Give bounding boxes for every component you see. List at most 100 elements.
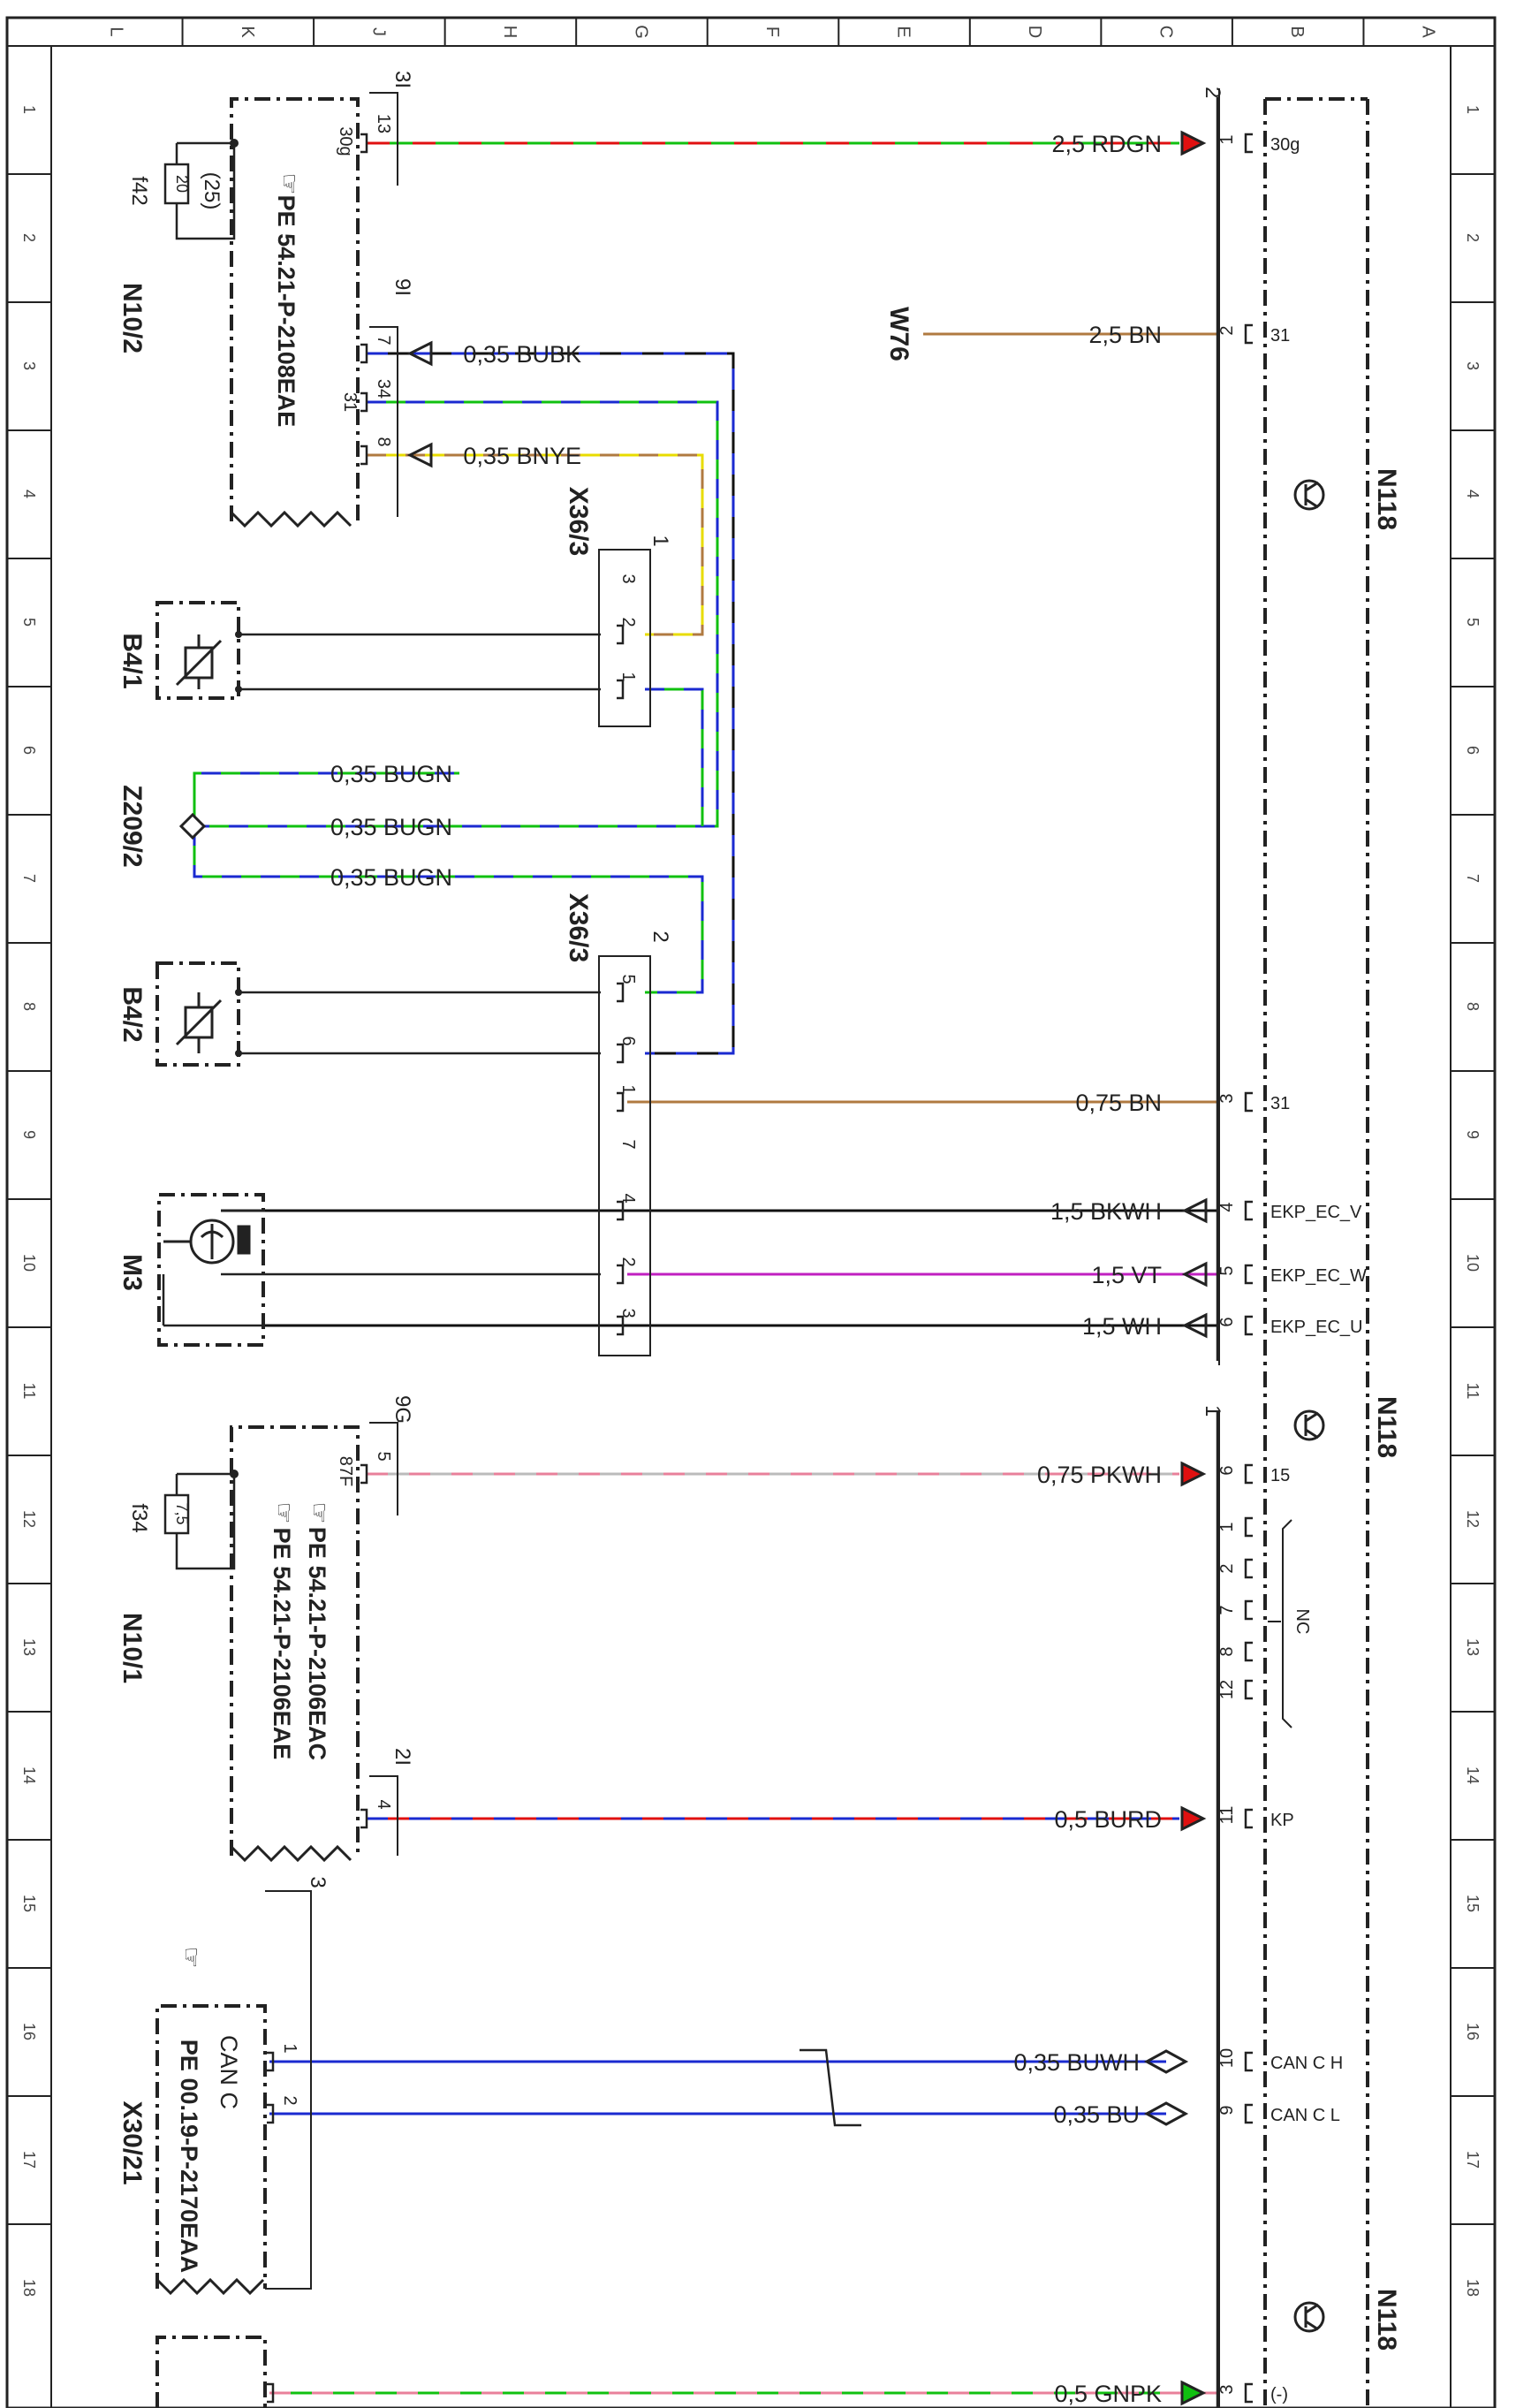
n118-pins: 1 30g 2 31 3 31 4 EKP_EC_V 5 EKP_EC_W 6 … xyxy=(1217,134,1367,2404)
svg-text:13: 13 xyxy=(374,114,393,133)
row-number: 18 xyxy=(1464,2279,1482,2297)
row-number: 11 xyxy=(1464,1383,1482,1400)
w76-label: W76 xyxy=(884,307,913,361)
row-number: 3 xyxy=(20,361,38,370)
svg-text:8: 8 xyxy=(1217,1646,1237,1656)
hand-pointer-icon: ☞ xyxy=(177,1946,206,1968)
svg-text:30g: 30g xyxy=(1270,135,1300,155)
row-number: 5 xyxy=(1464,618,1482,627)
svg-text:f42: f42 xyxy=(127,176,151,205)
column-letter: K xyxy=(238,26,257,38)
wire-bnye xyxy=(367,453,704,636)
svg-text:5: 5 xyxy=(1217,1265,1237,1275)
svg-text:1: 1 xyxy=(618,1084,638,1094)
svg-text:1: 1 xyxy=(280,2043,299,2053)
svg-text:7: 7 xyxy=(1217,1605,1237,1614)
transistor-icon xyxy=(1293,1409,1325,1441)
b4-1-sensor-icon xyxy=(175,634,223,689)
wire-labels: 2,5 RDGN 2,5 BN 0,35 BUBK 0,35 BNYE 0,35… xyxy=(330,131,1162,2407)
row-number: 10 xyxy=(20,1254,38,1272)
pin-labels: 13 30g 7 34 31 8 5 87F 4 1 2 3 2 1 5 6 1… xyxy=(280,114,638,2106)
zigzags xyxy=(155,510,352,2296)
column-letter: B xyxy=(1287,26,1307,37)
column-letter: G xyxy=(631,25,650,39)
b4-2-label: B4/2 xyxy=(117,986,147,1042)
x36-3-bottom-label: X36/3 xyxy=(564,893,593,962)
svg-text:CAN C H: CAN C H xyxy=(1270,2054,1343,2073)
svg-text:3: 3 xyxy=(306,1876,330,1888)
x30-21-label: X30/21 xyxy=(117,2100,147,2184)
wire-spec-bn-31: 0,75 BN xyxy=(1075,1090,1162,1116)
column-letter: H xyxy=(500,26,519,38)
svg-text:6: 6 xyxy=(1217,1465,1237,1475)
row-number: 9 xyxy=(20,1130,38,1139)
pe-ref-n10-2: PE 54.21-P-2108EAE xyxy=(273,195,299,428)
row-number: 7 xyxy=(20,874,38,883)
svg-text:3: 3 xyxy=(1217,2384,1237,2394)
row-number: 17 xyxy=(1464,2151,1482,2169)
svg-text:2: 2 xyxy=(280,2095,299,2105)
arrow-left-icon xyxy=(406,442,433,468)
svg-text:3: 3 xyxy=(618,1308,638,1318)
wire-spec-gnpk: 0,5 GNPK xyxy=(1054,2381,1162,2407)
m3-label: M3 xyxy=(117,1254,147,1291)
wire-bugn-bottom xyxy=(193,826,704,994)
component-boxes xyxy=(155,97,1369,2408)
svg-text:9: 9 xyxy=(1217,2105,1237,2115)
connector-brackets xyxy=(265,88,1292,2408)
can-c-label: CAN C xyxy=(216,2035,242,2109)
drawing-frame xyxy=(5,16,1497,2408)
svg-text:5: 5 xyxy=(618,974,638,984)
svg-text:3: 3 xyxy=(618,574,638,583)
row-number: 6 xyxy=(1464,746,1482,755)
svg-text:(-): (-) xyxy=(1270,2385,1288,2404)
svg-text:4: 4 xyxy=(618,1193,638,1203)
svg-text:EKP_EC_U: EKP_EC_U xyxy=(1270,1318,1363,1337)
wire-spec-bugn-2: 0,35 BUGN xyxy=(330,814,452,840)
wire-spec-buwh: 0,35 BUWH xyxy=(1013,2049,1140,2076)
row-number: 10 xyxy=(1464,1254,1482,1272)
svg-text:CAN C L: CAN C L xyxy=(1270,2106,1340,2125)
wire-spec-wh: 1,5 WH xyxy=(1082,1313,1162,1340)
svg-text:2: 2 xyxy=(1217,1563,1237,1573)
svg-text:9I: 9I xyxy=(390,278,414,296)
row-number: 6 xyxy=(20,746,38,755)
row-number: 1 xyxy=(20,105,38,114)
svg-text:20: 20 xyxy=(173,175,191,193)
wire-spec-bubk: 0,35 BUBK xyxy=(463,341,581,368)
row-number: 8 xyxy=(20,1002,38,1011)
row-number: 9 xyxy=(1464,1130,1482,1139)
wire-bubk xyxy=(367,352,735,1055)
svg-text:15: 15 xyxy=(1270,1466,1290,1485)
column-letter: L xyxy=(106,27,125,36)
wire-bugn-x36-1 xyxy=(645,687,704,826)
row-number: 4 xyxy=(1464,490,1482,498)
n10-1-label: N10/1 xyxy=(117,1613,147,1683)
arrow-right-icon xyxy=(1180,1461,1207,1487)
svg-text:1: 1 xyxy=(1217,1522,1237,1531)
fuse-labels: 20 (25) f42 7,5 f34 xyxy=(127,163,224,1535)
row-number: 18 xyxy=(20,2279,38,2297)
svg-text:3I: 3I xyxy=(390,71,414,88)
x30-21-box xyxy=(155,2004,267,2289)
row-number: 16 xyxy=(1464,2023,1482,2040)
hand-pointer-icon: ☞ xyxy=(305,1501,334,1523)
connector-group-labels: 3I 9I 9G 2I 3 1 2 xyxy=(306,71,672,1888)
n118-mid-label: N118 xyxy=(1372,1396,1401,1458)
arrow-icons xyxy=(406,130,1208,2406)
row-number: 4 xyxy=(20,490,38,498)
svg-text:4: 4 xyxy=(374,1799,393,1809)
m3-box xyxy=(157,1193,265,1347)
wires xyxy=(193,141,1217,2395)
svg-text:6: 6 xyxy=(1217,1317,1237,1326)
x36-3-top-label: X36/3 xyxy=(564,487,593,556)
svg-text:f34: f34 xyxy=(127,1503,151,1532)
pe-ref-n10-1-b: PE 54.21-P-2106EAE xyxy=(269,1528,295,1760)
wire-spec-pkwh: 0,75 PKWH xyxy=(1037,1462,1162,1488)
svg-text:8: 8 xyxy=(374,437,393,446)
svg-text:1: 1 xyxy=(648,535,672,546)
svg-text:2: 2 xyxy=(618,617,638,627)
row-number: 12 xyxy=(1464,1510,1482,1528)
